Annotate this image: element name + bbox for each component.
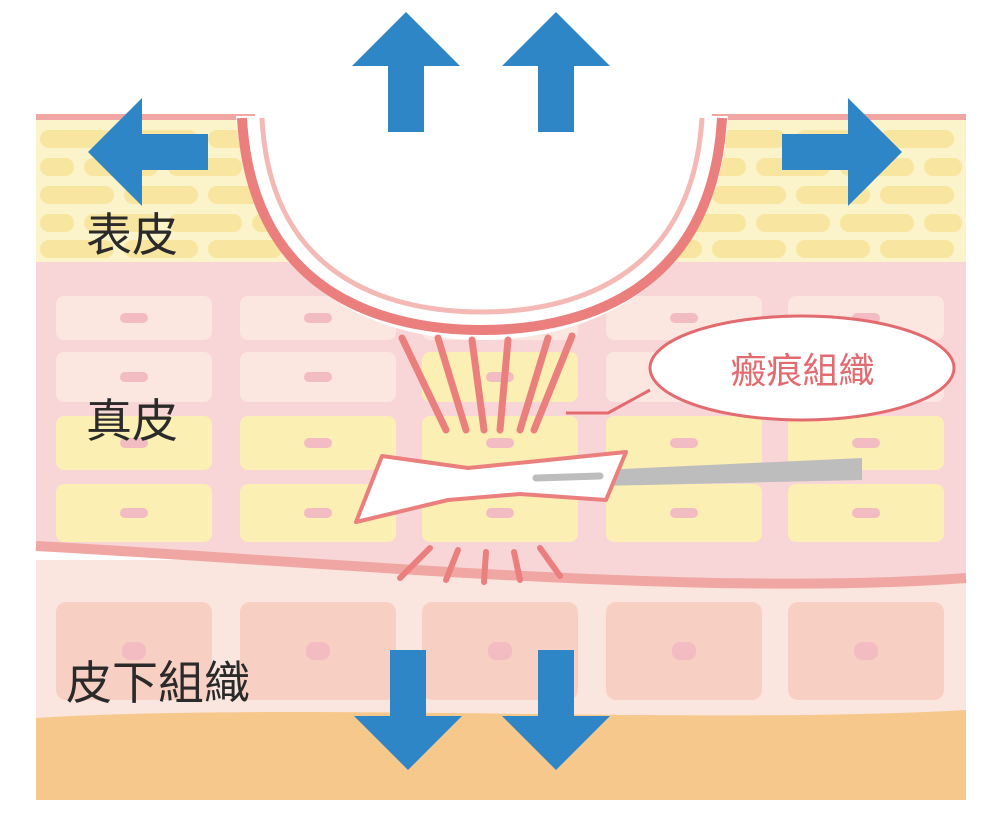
epidermis-cell [40, 186, 114, 204]
subcutaneous-cells [56, 602, 944, 700]
epidermis-cell [40, 158, 74, 176]
epidermis-cell [712, 130, 786, 148]
cell-nucleus [486, 438, 514, 448]
epidermis-cell [40, 214, 74, 232]
label-dermis: 真皮 [86, 394, 178, 448]
epidermis-cell [84, 214, 158, 232]
arrow-up-left-icon [352, 12, 460, 132]
arrow-down-right-icon [502, 650, 610, 770]
callout-bubble [648, 314, 956, 422]
cell-nucleus [120, 313, 148, 323]
epidermis-cell [756, 214, 830, 232]
cell-nucleus [670, 313, 698, 323]
epidermis-cell [124, 240, 198, 258]
arrow-down-left-icon [354, 650, 462, 770]
epidermis-cell [168, 214, 242, 232]
cell-nucleus [306, 642, 330, 660]
cell-nucleus [488, 642, 512, 660]
subcision-needle-icon [354, 450, 862, 524]
force-arrows [88, 12, 902, 770]
cell-nucleus [854, 642, 878, 660]
epidermis-cell [712, 240, 786, 258]
cell-nucleus [852, 508, 880, 518]
callout-leader [566, 388, 651, 415]
epidermis-cell [40, 240, 114, 258]
arrow-right-icon [782, 98, 902, 206]
epidermis-cell [924, 214, 962, 232]
cell-nucleus [672, 642, 696, 660]
cell-nucleus [670, 508, 698, 518]
cell-nucleus [852, 438, 880, 448]
label-scar-tissue: 瘢痕組織 [730, 351, 875, 392]
cell-nucleus [120, 372, 148, 382]
cell-nucleus [122, 642, 146, 660]
cell-nucleus [304, 438, 332, 448]
arrow-left-icon [88, 98, 208, 206]
cell-nucleus [304, 372, 332, 382]
epidermis-cell [880, 186, 954, 204]
epidermis-cell [880, 130, 954, 148]
cell-nucleus [670, 438, 698, 448]
depression-inner-line [259, 117, 705, 315]
cell-nucleus [486, 508, 514, 518]
depression-outer-line [237, 117, 727, 336]
epidermis-cell [924, 158, 962, 176]
epidermis-cell [208, 240, 282, 258]
arrow-up-right-icon [502, 12, 610, 132]
cell-nucleus [304, 313, 332, 323]
cell-nucleus [304, 508, 332, 518]
dermis-subcutis-boundary [35, 541, 967, 589]
fat-layer [36, 710, 966, 800]
epidermis-cell [712, 186, 786, 204]
label-subcutaneous: 皮下組織 [66, 656, 250, 710]
epidermis-cell [796, 240, 870, 258]
label-epidermis: 表皮 [86, 208, 178, 262]
epidermis-cell [880, 240, 954, 258]
cell-nucleus [120, 438, 148, 448]
scar-fibers-upper [398, 332, 576, 434]
cell-nucleus [120, 508, 148, 518]
epidermis-cell [40, 130, 114, 148]
scar-fibers-lower [397, 545, 563, 585]
cell-nucleus [486, 372, 514, 382]
epidermis-cell [840, 214, 914, 232]
epidermis-cell [124, 186, 198, 204]
